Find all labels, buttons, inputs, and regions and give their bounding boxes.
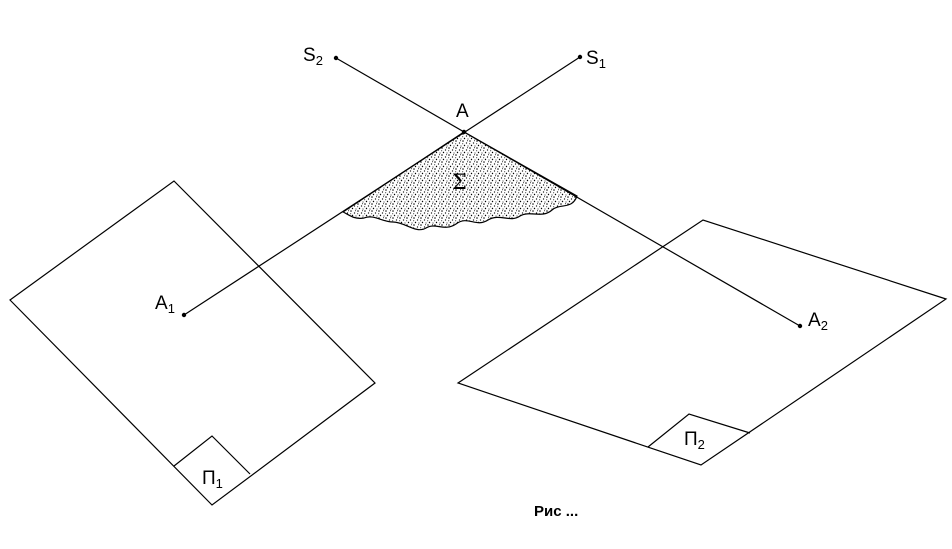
point-a <box>461 129 467 135</box>
plane-2 <box>456 219 948 466</box>
label-a: A <box>456 101 469 122</box>
ray-s1-a1 <box>183 56 581 316</box>
plane-2-label-box <box>647 413 751 448</box>
label-s1: S1 <box>586 48 606 71</box>
label-a2: A2 <box>808 310 828 333</box>
surface-sigma <box>341 131 578 231</box>
label-plane-2: П2 <box>684 429 705 452</box>
label-sigma: Σ <box>452 170 467 194</box>
point-a1 <box>181 312 187 318</box>
plane-1 <box>9 180 376 506</box>
point-a2 <box>797 323 803 329</box>
point-s1 <box>577 54 583 60</box>
label-a1: A1 <box>155 293 175 316</box>
label-s2: S2 <box>303 45 323 68</box>
figure-caption: Рис ... <box>534 503 578 520</box>
point-s2 <box>333 55 339 61</box>
label-plane-1: П1 <box>202 468 223 491</box>
plane-1-label-box <box>173 435 251 475</box>
ray-s2-a2 <box>335 57 801 327</box>
